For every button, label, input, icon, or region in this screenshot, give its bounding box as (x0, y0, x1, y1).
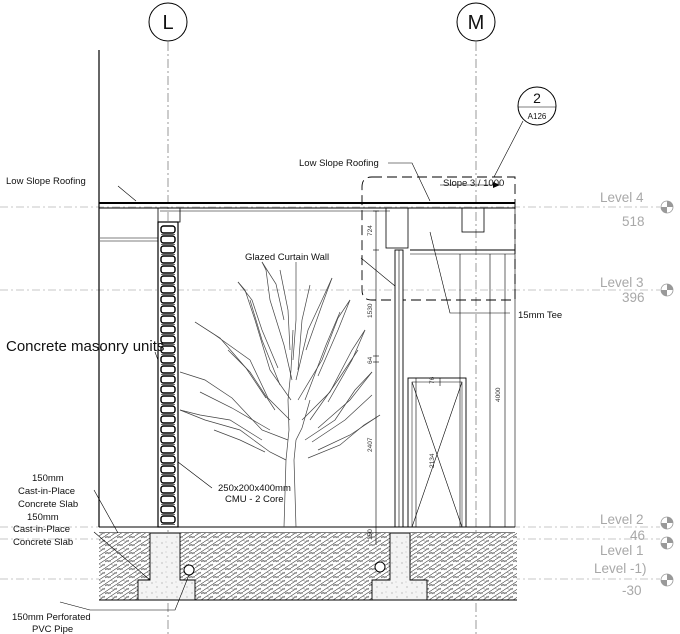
note-tee: 15mm Tee (518, 310, 562, 321)
cmu-core (160, 295, 176, 304)
note-slab1-line2: Cast-in-Place (18, 486, 75, 497)
curtain-wall (394, 208, 516, 528)
cmu-core (160, 425, 176, 434)
cmu-core (160, 235, 176, 244)
cmu-core (160, 375, 176, 384)
note-slab1-line1: 150mm (32, 473, 64, 484)
cmu-core (160, 505, 176, 514)
cmu-core (160, 485, 176, 494)
cmu-core (160, 365, 176, 374)
dim-2134: 2134 (429, 453, 436, 468)
cmu-core (160, 475, 176, 484)
note-pipe-line1: 150mm Perforated (12, 612, 91, 623)
grid-label-l: L (162, 12, 173, 34)
note-cmu-title: Concrete masonry units (6, 338, 164, 355)
section-tag: 2 A126 (493, 86, 557, 178)
tree-entourage (179, 261, 381, 528)
cmu-core (160, 225, 176, 234)
cmu-core (160, 435, 176, 444)
level-head-2: Level 2 46 (600, 512, 674, 543)
dim-64: 64 (367, 356, 374, 364)
dim-2407: 2407 (367, 437, 374, 452)
cmu-core (160, 325, 176, 334)
section-number: 2 (533, 90, 541, 106)
note-slab2-line3: Concrete Slab (13, 537, 73, 548)
level-3-name: Level 3 (600, 275, 644, 290)
note-roof-left: Low Slope Roofing (6, 176, 86, 187)
cmu-core (160, 465, 176, 474)
level-minus-1-elevation: -30 (622, 583, 642, 598)
cmu-wall (157, 221, 179, 528)
cmu-core (160, 455, 176, 464)
cmu-core (160, 405, 176, 414)
grid-label-m: M (468, 12, 485, 34)
leader-lines (59, 162, 510, 611)
note-slab1-line3: Concrete Slab (18, 499, 78, 510)
dim-1530: 1530 (367, 303, 374, 318)
cmu-core (160, 265, 176, 274)
cmu-core (160, 445, 176, 454)
footing-left (137, 532, 196, 601)
note-slab2-line2: Cast-in-Place (13, 524, 70, 535)
floor-slab (99, 526, 515, 534)
level-4-name: Level 4 (600, 190, 644, 205)
cmu-core (160, 255, 176, 264)
level-lines (0, 206, 660, 580)
note-cmu-line2: CMU - 2 Core (225, 494, 284, 505)
cmu-core (160, 335, 176, 344)
level-head-3: Level 3 396 (600, 275, 674, 305)
cmu-core (160, 355, 176, 364)
cmu-core (160, 245, 176, 254)
level-4-elevation: 518 (622, 214, 645, 229)
grid-bubble-m: M (456, 2, 496, 42)
cmu-core (160, 285, 176, 294)
level-minus-1-name: Level -1) (594, 561, 647, 576)
drain-pipe-right (374, 561, 386, 573)
cmu-core (160, 385, 176, 394)
note-cmu-line1: 250x200x400mm (218, 483, 291, 494)
footing-right (371, 532, 428, 601)
dim-76: 76 (429, 376, 436, 384)
level-head-1: Level 1 (600, 536, 674, 558)
detail-callout-boundary (361, 176, 516, 301)
cmu-core (160, 305, 176, 314)
level-head-minus-1: Level -1) -30 (594, 561, 674, 598)
dim-4000: 4000 (495, 387, 502, 402)
dim-724: 724 (367, 225, 374, 236)
roof-assembly (99, 202, 515, 255)
cmu-core (160, 395, 176, 404)
note-roof-right: Low Slope Roofing (299, 158, 379, 169)
level-2-elevation: 46 (630, 528, 645, 543)
cmu-core (160, 495, 176, 504)
level-2-name: Level 2 (600, 512, 644, 527)
cmu-core (160, 275, 176, 284)
cmu-cells (160, 225, 176, 525)
grid-bubble-l: L (148, 2, 188, 42)
cmu-core (160, 515, 176, 524)
note-slab2-line1: 150mm (27, 512, 59, 523)
note-slope: Slope 3 / 1000 (443, 178, 504, 189)
dimension-lines (373, 210, 491, 545)
level-3-elevation: 396 (622, 290, 645, 305)
section-sheet: A126 (528, 112, 547, 121)
drain-pipe-left (183, 564, 195, 576)
level-1-name: Level 1 (600, 543, 644, 558)
cmu-core (160, 345, 176, 354)
level-head-4: Level 4 518 (600, 190, 674, 229)
cmu-core (160, 415, 176, 424)
note-pipe-line2: PVC Pipe (32, 624, 73, 634)
dim-150: 150 (367, 529, 374, 540)
note-curtain-wall: Glazed Curtain Wall (245, 252, 329, 263)
cmu-core (160, 315, 176, 324)
